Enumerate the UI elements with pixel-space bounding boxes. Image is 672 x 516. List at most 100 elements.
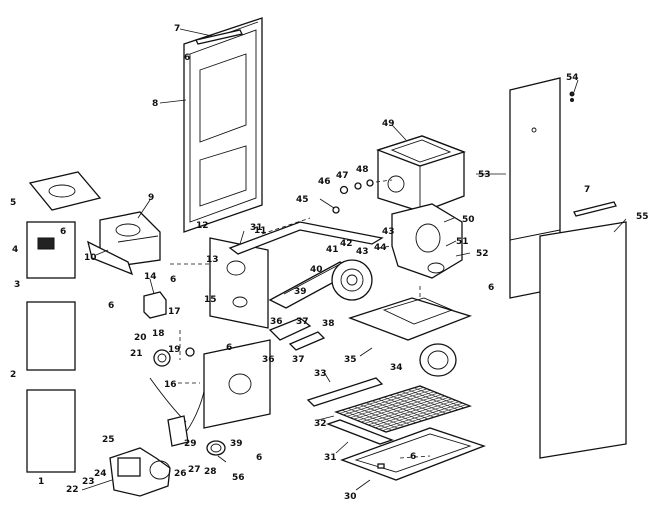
callout-34: 34 bbox=[390, 363, 403, 373]
callout-29: 29 bbox=[184, 439, 197, 449]
filter-grid-line bbox=[364, 397, 449, 424]
callout-23: 23 bbox=[82, 477, 95, 487]
callout-28: 28 bbox=[204, 467, 217, 477]
callout-14: 14 bbox=[144, 272, 157, 282]
baffle-plate bbox=[87, 240, 134, 276]
callout-50: 50 bbox=[462, 215, 475, 225]
callout-53: 53 bbox=[478, 170, 491, 180]
filter-holder-strip bbox=[306, 377, 384, 407]
top-cover-plate bbox=[28, 171, 102, 211]
callout-39: 39 bbox=[294, 287, 307, 297]
leader-lines bbox=[81, 28, 627, 491]
callout-6: 6 bbox=[410, 452, 416, 462]
callout-15: 15 bbox=[204, 295, 217, 305]
callout-21: 21 bbox=[130, 349, 143, 359]
flue-connector-fittings bbox=[332, 179, 374, 214]
callout-36: 36 bbox=[270, 317, 283, 327]
filter-grid-line bbox=[371, 399, 456, 427]
callout-6: 6 bbox=[256, 453, 262, 463]
filter-grid-line bbox=[360, 395, 446, 423]
callout-10: 10 bbox=[84, 253, 97, 263]
callout-48: 48 bbox=[356, 165, 369, 175]
callout-5: 5 bbox=[10, 198, 16, 208]
side-trim-strip bbox=[573, 201, 617, 217]
callout-43: 43 bbox=[382, 227, 395, 237]
callout-6: 6 bbox=[488, 283, 494, 293]
lower-tube-bundle bbox=[268, 317, 326, 351]
callout-39: 39 bbox=[230, 439, 243, 449]
callout-51: 51 bbox=[456, 237, 469, 247]
callout-37: 37 bbox=[292, 355, 305, 365]
callout-17: 17 bbox=[168, 307, 181, 317]
callout-25: 25 bbox=[102, 435, 115, 445]
callout-27: 27 bbox=[188, 465, 201, 475]
flame-rollout-switch bbox=[185, 347, 195, 357]
top-trim-strip bbox=[195, 29, 243, 45]
mounting-bracket bbox=[228, 221, 384, 255]
callout-2: 2 bbox=[10, 370, 16, 380]
filter-grid-line bbox=[413, 387, 465, 409]
callout-22: 22 bbox=[66, 485, 79, 495]
callout-46: 46 bbox=[318, 177, 331, 187]
callout-44: 44 bbox=[374, 243, 387, 253]
callout-37: 37 bbox=[296, 317, 309, 327]
callout-33: 33 bbox=[314, 369, 327, 379]
bottom-access-panel bbox=[26, 389, 76, 473]
blower-wheel bbox=[419, 343, 457, 377]
bottom-filter-tray bbox=[340, 427, 486, 481]
filter-grid-line bbox=[401, 391, 453, 412]
callout-56: 56 bbox=[232, 473, 245, 483]
lower-control-panel bbox=[203, 339, 271, 429]
callout-54: 54 bbox=[566, 73, 579, 83]
junction-box bbox=[167, 415, 189, 447]
callout-7: 7 bbox=[584, 185, 590, 195]
callout-13: 13 bbox=[206, 255, 219, 265]
collector-box bbox=[391, 203, 463, 279]
callout-12: 12 bbox=[196, 221, 209, 231]
panel-screw bbox=[569, 91, 575, 102]
filter-grid-line bbox=[389, 394, 441, 416]
callout-6: 6 bbox=[108, 301, 114, 311]
burner-tube bbox=[331, 259, 373, 301]
callout-6: 6 bbox=[184, 53, 190, 63]
air-filter bbox=[334, 385, 472, 433]
callout-20: 20 bbox=[134, 333, 147, 343]
gasket-ring bbox=[206, 440, 226, 456]
filter-grid-line bbox=[395, 393, 447, 414]
callout-18: 18 bbox=[152, 329, 165, 339]
callout-52: 52 bbox=[476, 249, 489, 259]
filter-frame bbox=[326, 419, 394, 445]
rear-cabinet-panel bbox=[183, 17, 263, 233]
callout-40: 40 bbox=[310, 265, 323, 275]
callout-31: 31 bbox=[250, 223, 263, 233]
callout-labels: 1 2 3 4 5 6 6 6 6 6 6 6 6 7 7 8 9 10 11 … bbox=[10, 24, 649, 502]
callout-42: 42 bbox=[340, 239, 353, 249]
callout-6: 6 bbox=[170, 275, 176, 285]
callout-19: 19 bbox=[168, 345, 181, 355]
callout-26: 26 bbox=[174, 469, 187, 479]
callout-47: 47 bbox=[336, 171, 349, 181]
access-door-with-label bbox=[26, 221, 76, 279]
callout-30: 30 bbox=[344, 492, 357, 502]
callout-11: 11 bbox=[254, 226, 267, 236]
callout-36: 36 bbox=[262, 355, 275, 365]
pressure-switch bbox=[153, 349, 171, 367]
callout-4: 4 bbox=[12, 245, 18, 255]
callout-35: 35 bbox=[344, 355, 357, 365]
heat-exchanger-box bbox=[376, 135, 466, 213]
callout-32: 32 bbox=[314, 419, 327, 429]
callout-8: 8 bbox=[152, 99, 158, 109]
filter-grid-line bbox=[375, 401, 460, 429]
dashed-assembly-lines bbox=[170, 179, 431, 459]
callout-6: 6 bbox=[60, 227, 66, 237]
callout-55: 55 bbox=[636, 212, 649, 222]
callout-9: 9 bbox=[148, 193, 154, 203]
filter-grid-line bbox=[368, 398, 453, 426]
callout-24: 24 bbox=[94, 469, 107, 479]
callout-43: 43 bbox=[356, 247, 369, 257]
callout-16: 16 bbox=[164, 380, 177, 390]
callout-3: 3 bbox=[14, 280, 20, 290]
callout-41: 41 bbox=[326, 245, 339, 255]
callout-45: 45 bbox=[296, 195, 309, 205]
